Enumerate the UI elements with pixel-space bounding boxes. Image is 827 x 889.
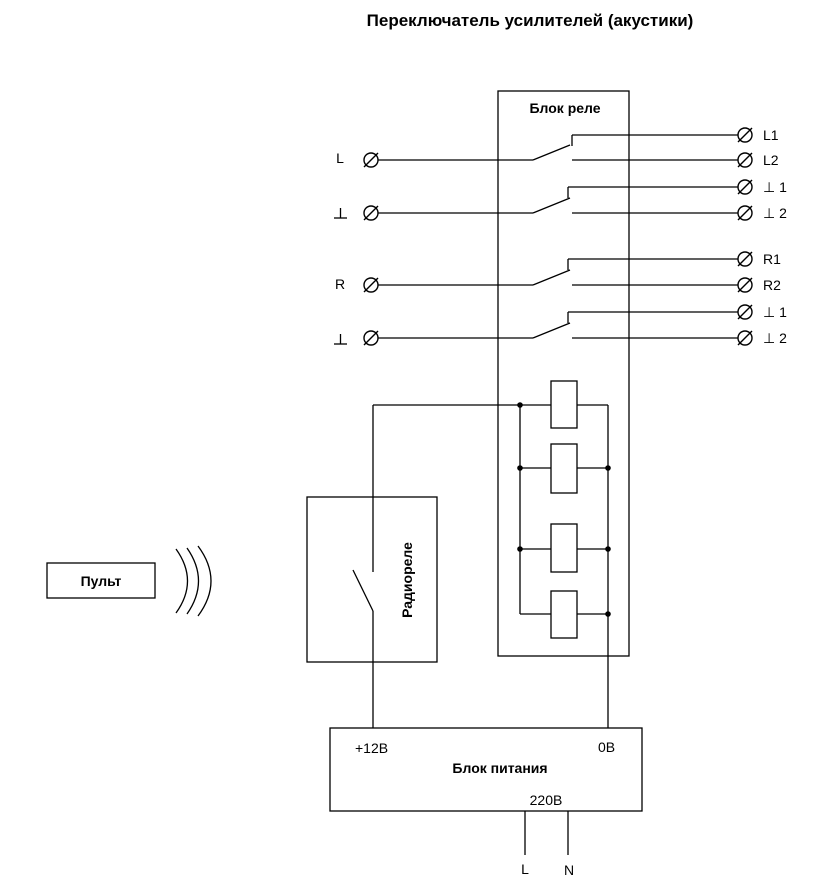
power-supply-label: Блок питания [452,760,547,776]
ground-icon [334,208,347,219]
output-label-ground-1a: ⊥ 1 [763,179,787,195]
relay-block-label: Блок реле [529,100,600,116]
relay-coil-icon [550,380,578,429]
remote: Пульт [46,562,156,599]
ground-icon [334,334,347,345]
switch-contact-icon [532,311,738,339]
terminal-icon [737,277,753,293]
terminal-icon [737,179,753,195]
radio-relay-label: Радиореле [399,542,415,618]
power-supply-mains-label: 220В [530,792,563,808]
power-supply-plus-label: +12В [355,740,388,756]
relay-coil-icon [550,523,578,573]
relay-coil-icon [550,443,578,494]
terminal-icon [737,152,753,168]
terminal-icon [737,205,753,221]
terminal-icon [363,152,379,168]
switch-contact-icon [532,258,738,286]
radio-signal-icon [175,545,212,617]
output-label-r1: R1 [763,251,781,267]
diagram-title: Переключатель усилителей (акустики) [367,11,694,30]
terminal-icon [737,251,753,267]
switch-contact-icon [532,186,738,214]
mains-line-label: L [521,861,529,877]
mains-neutral-label: N [564,862,574,878]
terminal-icon [363,330,379,346]
output-label-l2: L2 [763,152,779,168]
power-supply: +12В 0В Блок питания 220В L N [329,727,643,878]
output-label-r2: R2 [763,277,781,293]
input-label-l: L [336,150,344,166]
output-label-ground-1b: ⊥ 1 [763,304,787,320]
terminal-icon [363,277,379,293]
output-label-ground-2a: ⊥ 2 [763,205,787,221]
relay-coils [517,380,611,728]
input-terminals: L ⊥ R ⊥ [334,150,533,346]
relay-contacts [532,134,738,339]
relay-coil-icon [550,590,578,639]
output-label-ground-2b: ⊥ 2 [763,330,787,346]
output-terminals: L1 L2 ⊥ 1 ⊥ 2 R1 R2 ⊥ 1 ⊥ 2 [737,127,787,346]
switch-contact-icon [352,569,374,612]
input-label-r: R [335,276,345,292]
radio-relay: Радиореле [306,404,520,728]
terminal-icon [363,205,379,221]
switch-contact-icon [532,134,738,161]
power-supply-zero-label: 0В [598,739,615,755]
terminal-icon [737,330,753,346]
remote-label: Пульт [81,573,122,589]
output-label-l1: L1 [763,127,779,143]
terminal-icon [737,127,753,143]
terminal-icon [737,304,753,320]
